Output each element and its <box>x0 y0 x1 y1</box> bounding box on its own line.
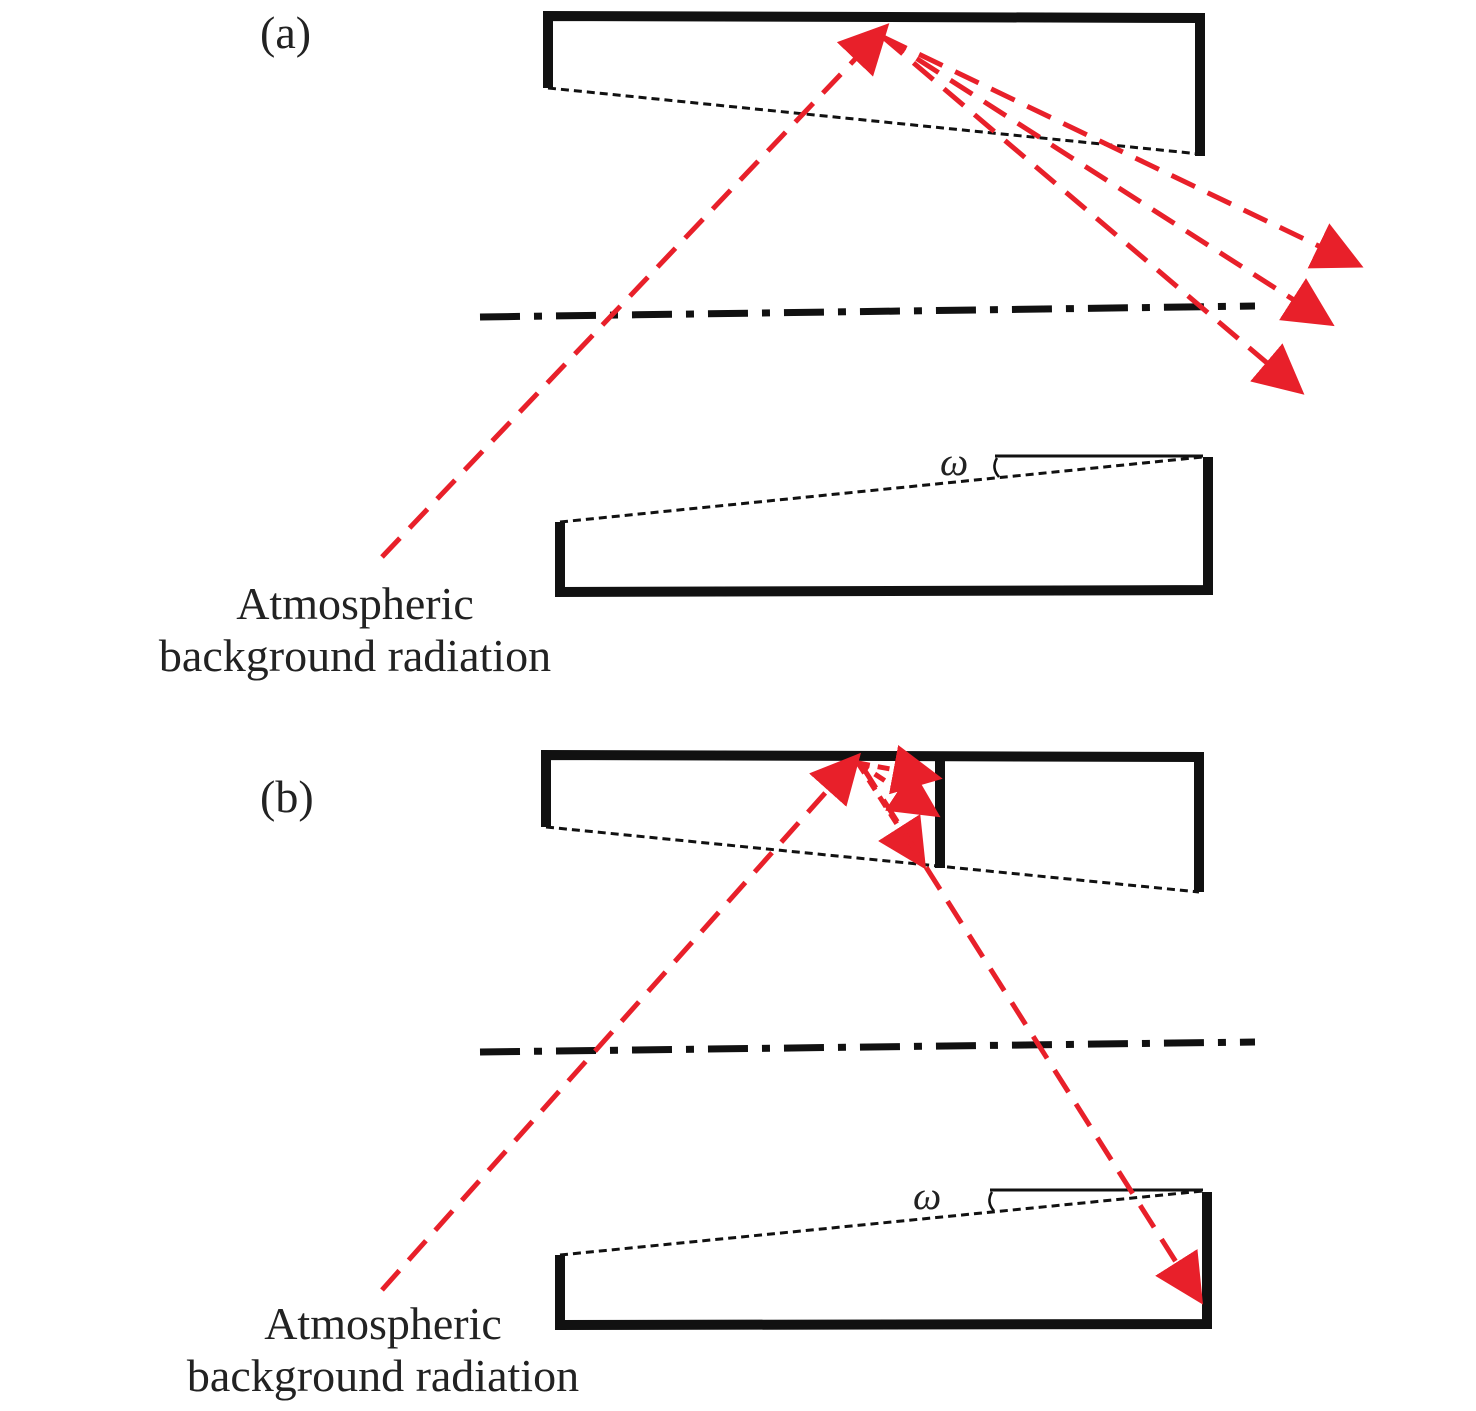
panel-b-label: (b) <box>260 771 314 822</box>
panel-b-caption: Atmospheric background radiation <box>138 1298 628 1402</box>
omega-symbol: ω <box>940 439 969 484</box>
angle-arc <box>993 457 1000 478</box>
reflected-ray <box>857 745 943 795</box>
lower-element-frame <box>555 1192 1212 1331</box>
reflected-ray <box>881 34 1335 327</box>
panel-b-upper-element <box>541 749 1204 894</box>
panel-b <box>380 745 1256 1331</box>
lower-inclined-surface <box>559 1189 1204 1257</box>
optical-axis <box>479 302 1256 321</box>
caption-line-1: Atmospheric <box>236 578 474 629</box>
omega-symbol: ω <box>913 1173 942 1218</box>
upper-element-frame <box>541 749 1204 892</box>
reflected-ray <box>881 35 1305 395</box>
reflected-ray <box>856 760 941 818</box>
panel-b-lower-element <box>555 1188 1212 1331</box>
upper-element-frame <box>543 10 1205 156</box>
transmitted-ray <box>859 764 1204 1305</box>
optical-axis <box>479 1038 1256 1056</box>
upper-inclined-surface <box>545 825 1200 894</box>
panel-a-upper-element <box>543 10 1205 156</box>
caption-line-2: background radiation <box>158 630 552 681</box>
incident-ray <box>380 23 890 559</box>
panel-b-rays <box>380 745 1204 1305</box>
lower-inclined-surface <box>559 455 1204 524</box>
panel-a-label: (a) <box>260 7 312 58</box>
panel-a-caption: Atmospheric background radiation <box>110 578 600 682</box>
caption-line-1: Atmospheric <box>264 1298 502 1349</box>
upper-inclined-surface <box>547 86 1201 156</box>
caption-line-2: background radiation <box>186 1350 580 1401</box>
reflected-ray <box>881 34 1364 269</box>
panel-a-lower-element <box>555 454 1213 598</box>
incident-ray <box>380 752 861 1292</box>
angle-arc <box>988 1191 995 1212</box>
panel-a <box>380 10 1364 598</box>
panel-a-rays <box>380 23 1364 559</box>
lower-element-frame <box>555 457 1213 598</box>
